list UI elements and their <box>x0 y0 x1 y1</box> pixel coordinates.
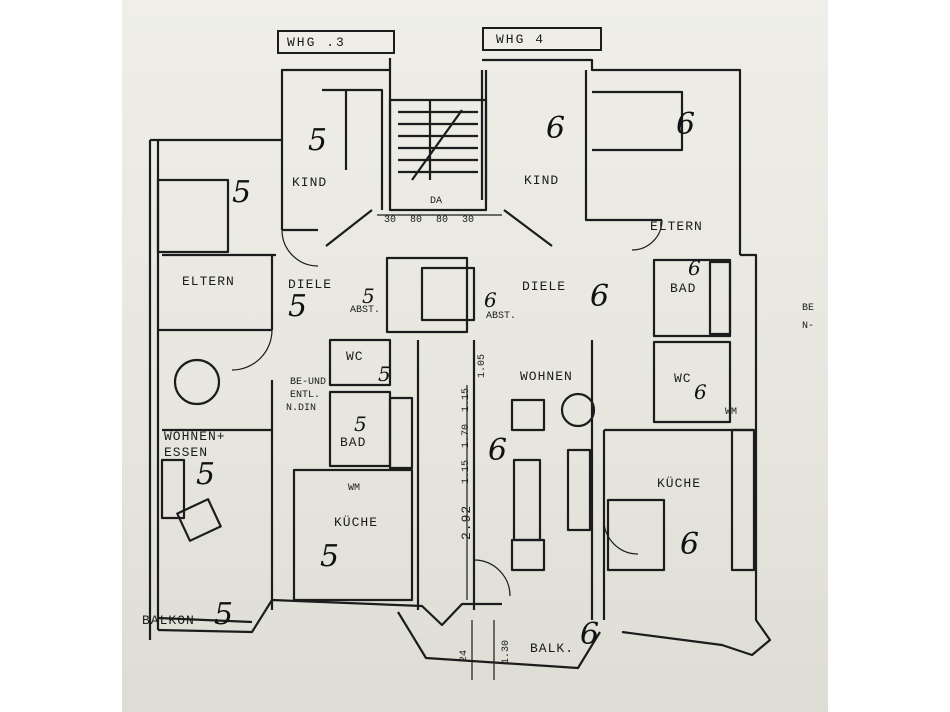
dim-label-130: 1.30 <box>501 639 512 664</box>
round-table-left <box>173 358 221 406</box>
room-label-wm-right: WM <box>725 407 738 418</box>
room-label-wohnen-essen-1: WOHNEN+ <box>164 429 226 444</box>
outer-wall-top-left <box>150 58 392 142</box>
wall-kind-inner <box>322 88 384 210</box>
door-swing-3 <box>231 329 273 371</box>
dim-label-170: 1.70 <box>461 423 472 448</box>
room-label-diele-right: DIELE <box>522 279 567 294</box>
handwritten-6-kueche: 6 <box>680 527 700 562</box>
abst-center <box>420 266 476 322</box>
floor-plan-paper: WHG .3 WHG 4 KIND KIND ELTERN ELTERN DIE… <box>122 0 828 712</box>
handwritten-5-kind: 5 <box>308 123 328 158</box>
wall-kind-right <box>480 70 684 222</box>
apartment-label-right: WHG 4 <box>482 27 602 51</box>
room-label-kind-left: KIND <box>292 175 328 190</box>
bathtub-left <box>388 396 414 470</box>
kueche-left <box>292 468 414 602</box>
dim-label-115b: 1.15 <box>461 459 472 484</box>
armchair-left <box>176 498 222 542</box>
dim-label-80b: 80 <box>436 215 449 226</box>
handwritten-6-kind: 6 <box>546 111 566 146</box>
dim-label-105: 1.05 <box>477 353 488 378</box>
room-label-balk-right: BALK. <box>530 641 575 656</box>
floor-plan-drawing <box>148 58 772 680</box>
door-swing-2 <box>631 219 663 251</box>
apartment-label-left: WHG .3 <box>277 30 395 54</box>
room-label-kueche-left: KÜCHE <box>334 515 379 530</box>
outer-wall-right <box>621 253 772 657</box>
room-label-eltern-left: ELTERN <box>182 274 235 289</box>
door-swing-4 <box>473 559 511 597</box>
room-label-wc-left: WC <box>346 349 364 364</box>
room-eltern-left-bed <box>156 178 230 254</box>
room-label-be-und-3: N.DIN <box>286 403 317 414</box>
handwritten-5-bad: 5 <box>354 412 367 436</box>
dim-label-24: 24 <box>459 649 470 662</box>
dim-label-292: 2.92 <box>459 504 474 540</box>
handwritten-6-bad: 6 <box>688 256 701 280</box>
kueche-right-counter <box>730 428 756 572</box>
outer-wall-left <box>148 140 160 640</box>
room-label-wc-right: WC <box>674 371 692 386</box>
wc-right-box <box>652 340 732 424</box>
stair-area <box>388 98 488 212</box>
room-label-abst-left: ABST. <box>350 305 381 316</box>
wall-kind-left <box>162 140 318 330</box>
wall-wohnen-center <box>416 340 594 620</box>
door-swing-5 <box>603 519 639 555</box>
room-label-kueche-right: KÜCHE <box>657 476 702 491</box>
room-label-wm-left: WM <box>348 483 361 494</box>
abst-left <box>385 256 469 334</box>
corridor-walls <box>325 70 553 247</box>
margin-text-2: N- <box>802 321 815 332</box>
wall-wohnen-left <box>158 328 274 610</box>
handwritten-5-abst: 5 <box>362 284 375 308</box>
sofa-center <box>566 448 592 532</box>
chair-1 <box>510 398 546 432</box>
room-label-be-und-2: ENTL. <box>290 390 321 401</box>
room-label-eltern-right: ELTERN <box>650 219 703 234</box>
dim-label-30a: 30 <box>384 215 397 226</box>
handwritten-6-diele: 6 <box>590 279 610 314</box>
room-label-wohnen: WOHNEN <box>520 369 573 384</box>
lamp-center <box>560 392 596 428</box>
room-label-diele-left: DIELE <box>288 277 333 292</box>
sideboard-left <box>160 458 186 520</box>
kueche-right-dining <box>606 498 666 572</box>
room-label-be-und-1: BE-UND <box>290 377 327 388</box>
handwritten-5-wohnen: 5 <box>196 457 216 492</box>
handwritten-6-wc: 6 <box>694 380 707 404</box>
handwritten-6-balk: 6 <box>580 617 600 652</box>
dimension-line-vertical <box>466 385 495 680</box>
handwritten-5-kueche: 5 <box>320 539 340 574</box>
margin-text-1: BE <box>802 303 815 314</box>
bathtub-right <box>708 260 732 336</box>
dim-label-30b: 30 <box>462 215 475 226</box>
outer-wall-top-right <box>482 58 742 255</box>
room-label-bad-right: BAD <box>670 281 697 296</box>
dim-label-80a: 80 <box>410 215 423 226</box>
handwritten-6-wohnen: 6 <box>488 433 508 468</box>
dim-label-115a: 1.15 <box>461 387 472 412</box>
handwritten-5-balkon: 5 <box>214 597 234 632</box>
chair-2 <box>510 538 546 572</box>
dim-label-da: DA <box>430 196 443 207</box>
room-label-wohnen-essen-2: ESSEN <box>164 445 209 460</box>
room-label-balkon-left: BALKON <box>142 613 195 628</box>
handwritten-6-abst: 6 <box>484 288 497 312</box>
room-label-bad-left: BAD <box>340 435 367 450</box>
door-swing-1 <box>281 229 319 267</box>
handwritten-5-eltern: 5 <box>232 175 252 210</box>
stair-treads <box>398 100 478 181</box>
handwritten-5-diele: 5 <box>288 289 308 324</box>
room-label-kind-right: KIND <box>524 173 560 188</box>
handwritten-6-eltern: 6 <box>676 107 696 142</box>
balcony-left-rail <box>157 616 253 624</box>
wc-left-box <box>328 338 392 387</box>
handwritten-5-wc: 5 <box>378 362 391 386</box>
room-label-abst-right: ABST. <box>486 311 517 322</box>
balcony-center <box>397 611 601 670</box>
outer-wall-bottom <box>157 598 502 634</box>
table-center <box>512 458 542 542</box>
